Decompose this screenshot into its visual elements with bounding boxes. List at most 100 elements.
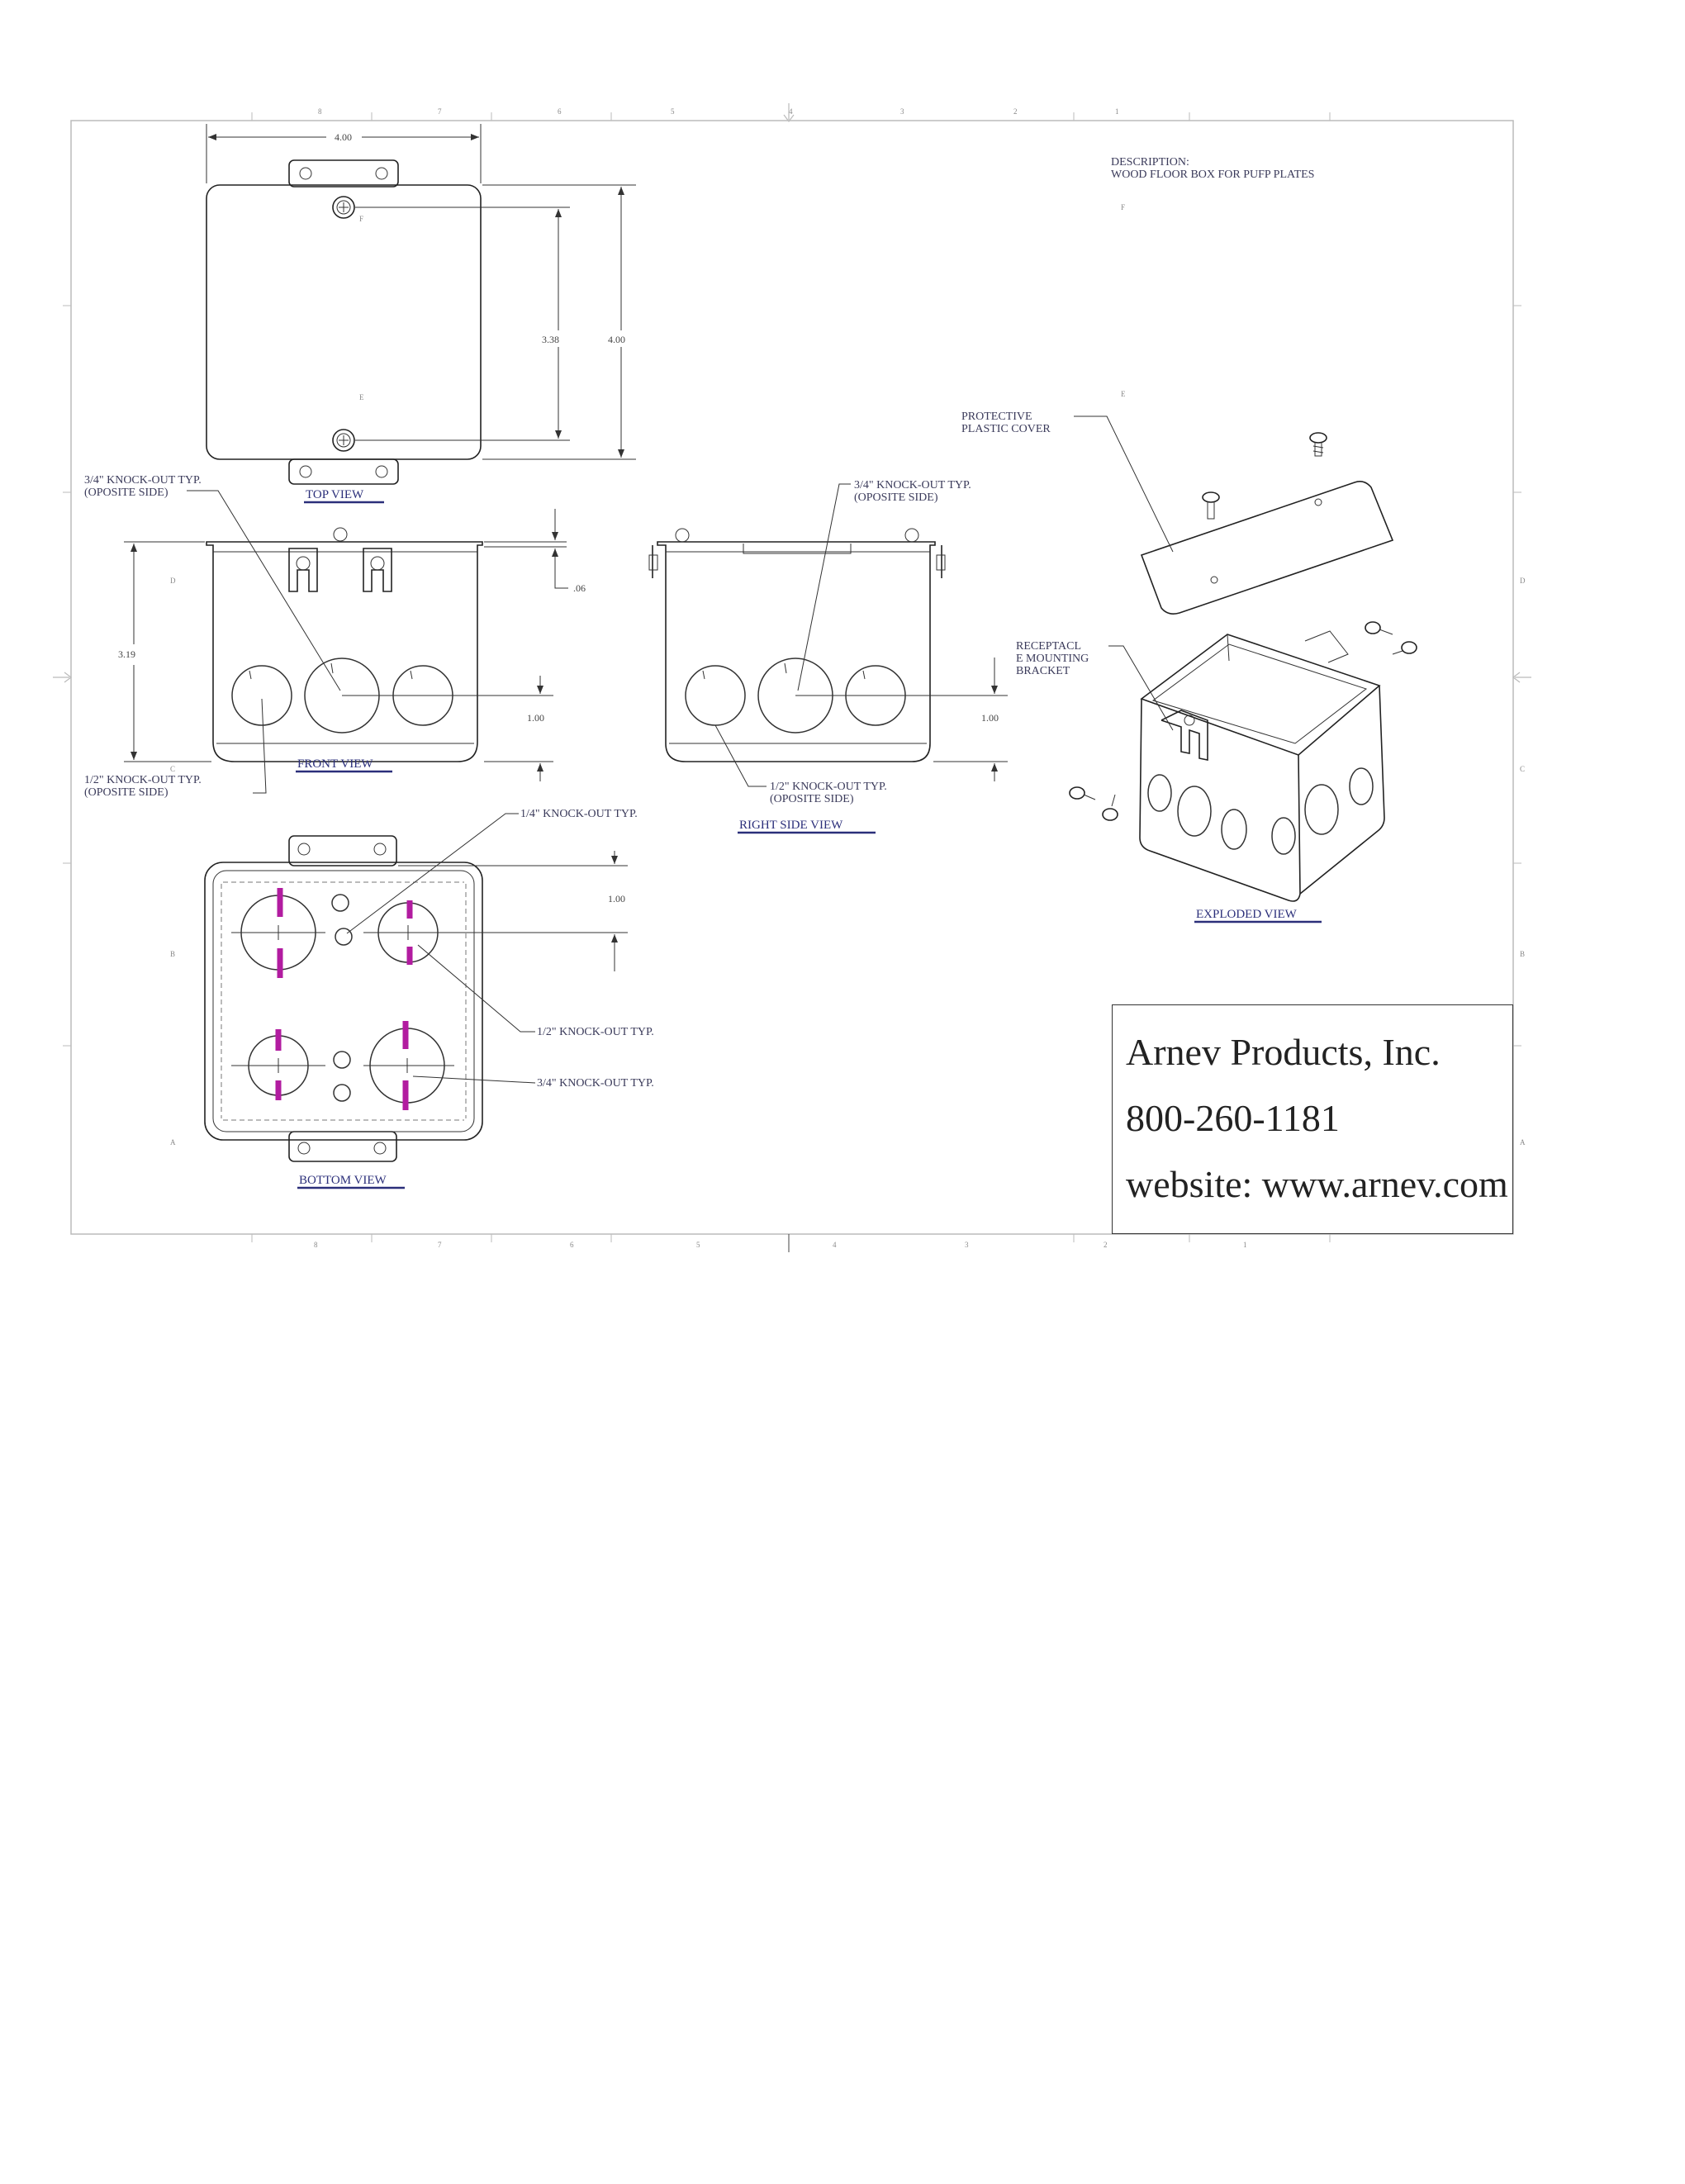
screw-icon: [332, 196, 355, 219]
zone-row: B: [1520, 950, 1525, 958]
dim-top-height-inner: 3.38: [542, 334, 559, 345]
zone-col: 1: [1243, 1241, 1247, 1249]
section-mark: F: [1121, 203, 1125, 211]
right-box-outline: [657, 541, 936, 762]
knockout-half-left: [685, 665, 746, 726]
view-label-bottom: BOTTOM VIEW: [299, 1174, 387, 1187]
zone-col: 7: [438, 1241, 442, 1249]
zone-row: D: [170, 577, 176, 585]
section-mark: F: [359, 215, 363, 223]
title-block: Arnev Products, Inc. 800-260-1181 websit…: [1112, 1004, 1513, 1234]
knockout-half-left: [231, 665, 292, 726]
knockout: [1271, 817, 1296, 855]
knockout-quarter: [333, 1084, 351, 1102]
screw-icon: [1365, 621, 1393, 635]
zone-rows-right: D C B A: [1520, 577, 1526, 1147]
view-label-front: FRONT VIEW: [297, 757, 373, 771]
zone-row: C: [1520, 765, 1525, 773]
zone-row: C: [170, 765, 175, 773]
front-view: 3.19 1.00 .06 FRONT VIEW: [118, 509, 586, 781]
exploded-view: F E: [1069, 203, 1417, 923]
bottom-tab-upper: [288, 835, 397, 866]
mounting-bracket: [1161, 710, 1208, 761]
front-box-outline: [206, 541, 483, 762]
callout-text: (OPOSITE SIDE): [84, 786, 168, 799]
view-label-exploded: EXPLODED VIEW: [1196, 908, 1298, 921]
callout-text: BRACKET: [1016, 665, 1070, 677]
screw-icon: [1309, 432, 1327, 457]
zone-row: A: [170, 1138, 176, 1147]
description-text: WOOD FLOOR BOX FOR PUFP PLATES: [1111, 169, 1314, 181]
section-mark: E: [1121, 390, 1126, 398]
callout-text: 1/2" KNOCK-OUT TYP.: [537, 1026, 654, 1038]
callout-bottom-34: 3/4" KNOCK-OUT TYP.: [412, 1075, 654, 1090]
top-tab-lower: [288, 458, 399, 485]
callout-bottom-12: 1/2" KNOCK-OUT TYP.: [417, 944, 654, 1038]
border-ticks: [63, 112, 1521, 1252]
bracket-right: [363, 548, 392, 592]
zone-row: B: [170, 950, 175, 958]
dim-top-width: 4.00: [335, 131, 352, 143]
callout-front-34: 3/4" KNOCK-OUT TYP. (OPOSITE SIDE): [84, 474, 341, 691]
callout-right-34: 3/4" KNOCK-OUT TYP. (OPOSITE SIDE): [797, 479, 971, 691]
company-name: Arnev Products, Inc.: [1126, 1031, 1441, 1073]
zone-col: 4: [833, 1241, 837, 1249]
callout-text: (OPOSITE SIDE): [854, 491, 938, 504]
zone-col: 8: [314, 1241, 318, 1249]
zone-col: 5: [671, 107, 675, 116]
protective-cover: [1140, 481, 1394, 615]
callout-right-12: 1/2" KNOCK-OUT TYP. (OPOSITE SIDE): [714, 724, 887, 805]
callout-bracket: RECEPTACL E MOUNTING BRACKET: [1016, 640, 1174, 731]
dim-top-height-outer: 4.00: [608, 334, 625, 345]
zone-col: 8: [318, 107, 322, 116]
bottom-tab-lower: [288, 1131, 397, 1162]
callout-text: 1/2" KNOCK-OUT TYP.: [84, 774, 202, 786]
company-phone: 800-260-1181: [1126, 1097, 1340, 1139]
top-cover-plate: [206, 184, 482, 460]
callout-bottom-14: 1/4" KNOCK-OUT TYP.: [346, 808, 638, 934]
screw-icon: [1202, 491, 1220, 520]
knockout: [1349, 767, 1374, 805]
bottom-box-outline: [204, 862, 483, 1141]
callout-text: 3/4" KNOCK-OUT TYP.: [84, 474, 202, 487]
screw-icon: [332, 429, 355, 452]
zone-col: 7: [438, 107, 442, 116]
zone-col: 3: [965, 1241, 969, 1249]
callout-text: 1/4" KNOCK-OUT TYP.: [520, 808, 638, 820]
screw-icon: [1392, 641, 1417, 655]
knockout: [1177, 786, 1212, 837]
screw-icon: [1102, 794, 1118, 821]
zone-col: 6: [558, 107, 562, 116]
zone-col: 1: [1115, 107, 1119, 116]
description-heading: DESCRIPTION:: [1111, 156, 1189, 169]
zone-col: 2: [1104, 1241, 1108, 1249]
callout-cover: PROTECTIVE PLASTIC COVER: [961, 411, 1174, 553]
box-side-face: [1299, 685, 1385, 895]
top-view: F E 4.00 3.38 4.00 TOP VIEW: [206, 124, 636, 504]
dim-right-ko-center: 1.00: [981, 712, 999, 724]
right-side-view: 1.00 RIGHT SIDE VIEW: [648, 528, 1008, 834]
callout-text: PLASTIC COVER: [961, 423, 1051, 435]
dim-front-flange: .06: [573, 582, 586, 594]
box-top-opening: [1140, 634, 1381, 756]
zone-col: 3: [900, 107, 904, 116]
view-label-right: RIGHT SIDE VIEW: [739, 819, 843, 832]
top-tab-upper: [288, 159, 399, 188]
zone-col: 4: [789, 107, 793, 116]
callout-text: (OPOSITE SIDE): [770, 793, 854, 805]
zone-row: D: [1520, 577, 1526, 585]
box-front-face: [1139, 698, 1301, 902]
bottom-view: 1.00 BOTTOM VIEW: [204, 835, 628, 1189]
zone-row: A: [1520, 1138, 1526, 1147]
screw-icon: [1069, 786, 1096, 800]
section-mark: E: [359, 393, 364, 401]
zone-rows-left: D C B A: [170, 577, 176, 1147]
zone-col: 2: [1013, 107, 1018, 116]
knockout: [1221, 809, 1247, 850]
company-website: website: www.arnev.com: [1126, 1163, 1508, 1205]
callout-text: 3/4" KNOCK-OUT TYP.: [537, 1077, 654, 1090]
callout-text: (OPOSITE SIDE): [84, 487, 168, 499]
knockout: [1147, 774, 1172, 812]
